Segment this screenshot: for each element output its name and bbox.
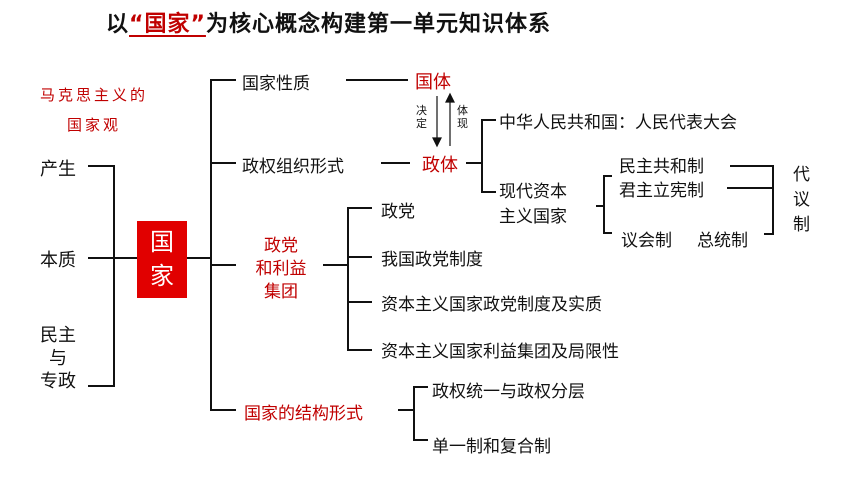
main-trunk — [210, 79, 236, 411]
party-item-2: 我国政党制度 — [381, 250, 483, 270]
democracy-line1: 民主 — [40, 325, 76, 346]
reflects-line1: 体 — [457, 104, 468, 117]
parties-bracket — [347, 207, 372, 351]
state-box: 国 家 — [137, 221, 187, 298]
modern-line2: 主义国家 — [499, 207, 567, 227]
item-essence: 本质 — [40, 250, 76, 271]
decides-label: 决 定 — [416, 104, 427, 130]
arrow-down-head — [432, 137, 442, 148]
item-origin: 产生 — [40, 159, 76, 180]
gov-form-presidential: 总统制 — [697, 231, 748, 251]
modern-bracket — [603, 175, 612, 234]
gov-form-parliamentary: 议会制 — [621, 231, 672, 251]
gov-form-republic: 民主共和制 — [619, 157, 704, 177]
democracy-line2: 与 — [49, 348, 67, 369]
structure-item-2: 单一制和复合制 — [432, 437, 551, 457]
branch-parties: 政党 和利益 集团 — [242, 235, 320, 304]
left-bracket — [88, 165, 115, 387]
structure-bracket — [413, 386, 428, 441]
title-highlight: “国家” — [129, 12, 206, 37]
title-prefix: 以 — [106, 12, 130, 37]
state-char-1: 国 — [150, 228, 174, 256]
branch-organization: 政权组织形式 — [242, 157, 344, 177]
item-democracy: 民主 与 专政 — [40, 324, 76, 393]
decides-line2: 定 — [416, 117, 427, 130]
gov-form-modern: 现代资本 主义国家 — [499, 180, 567, 230]
party-item-4: 资本主义国家利益集团及局限性 — [381, 342, 619, 362]
structure-item-1: 政权统一与政权分层 — [432, 382, 585, 402]
party-item-1: 政党 — [381, 202, 415, 222]
caption-line2: 国家观 — [67, 116, 122, 134]
gov-form-china: 中华人民共和国：人民代表大会 — [499, 113, 737, 133]
modern-line1: 现代资本 — [499, 182, 567, 202]
reflects-line2: 现 — [457, 117, 468, 130]
marxist-caption: 马克思主义的 国家观 — [40, 80, 148, 140]
govform-bracket — [481, 119, 496, 193]
parties-line1: 政党 — [264, 236, 298, 256]
title-suffix: 为核心概念构建第一单元知识体系 — [205, 12, 551, 37]
parties-line3: 集团 — [264, 282, 298, 302]
branch-structure: 国家的结构形式 — [244, 404, 363, 424]
representative-char-1: 代 — [793, 165, 810, 185]
reflects-label: 体 现 — [457, 104, 468, 130]
government-form-label: 政体 — [422, 155, 458, 176]
representative-bracket — [730, 165, 774, 235]
state-system-label: 国体 — [415, 72, 451, 93]
gov-form-monarchy: 君主立宪制 — [619, 181, 704, 201]
representative-char-2: 议 — [793, 190, 810, 210]
representative-system: 代 议 制 — [793, 163, 810, 238]
democracy-line3: 专政 — [40, 371, 76, 392]
decides-line1: 决 — [416, 104, 427, 117]
arrow-up-head — [445, 92, 455, 103]
page-title: 以“国家”为核心概念构建第一单元知识体系 — [106, 6, 551, 38]
state-char-2: 家 — [150, 262, 174, 290]
branch-nature: 国家性质 — [242, 74, 310, 94]
party-item-3: 资本主义国家政党制度及实质 — [381, 295, 602, 315]
representative-char-3: 制 — [793, 215, 810, 235]
parties-line2: 和利益 — [255, 259, 307, 279]
caption-line1: 马克思主义的 — [40, 86, 149, 104]
